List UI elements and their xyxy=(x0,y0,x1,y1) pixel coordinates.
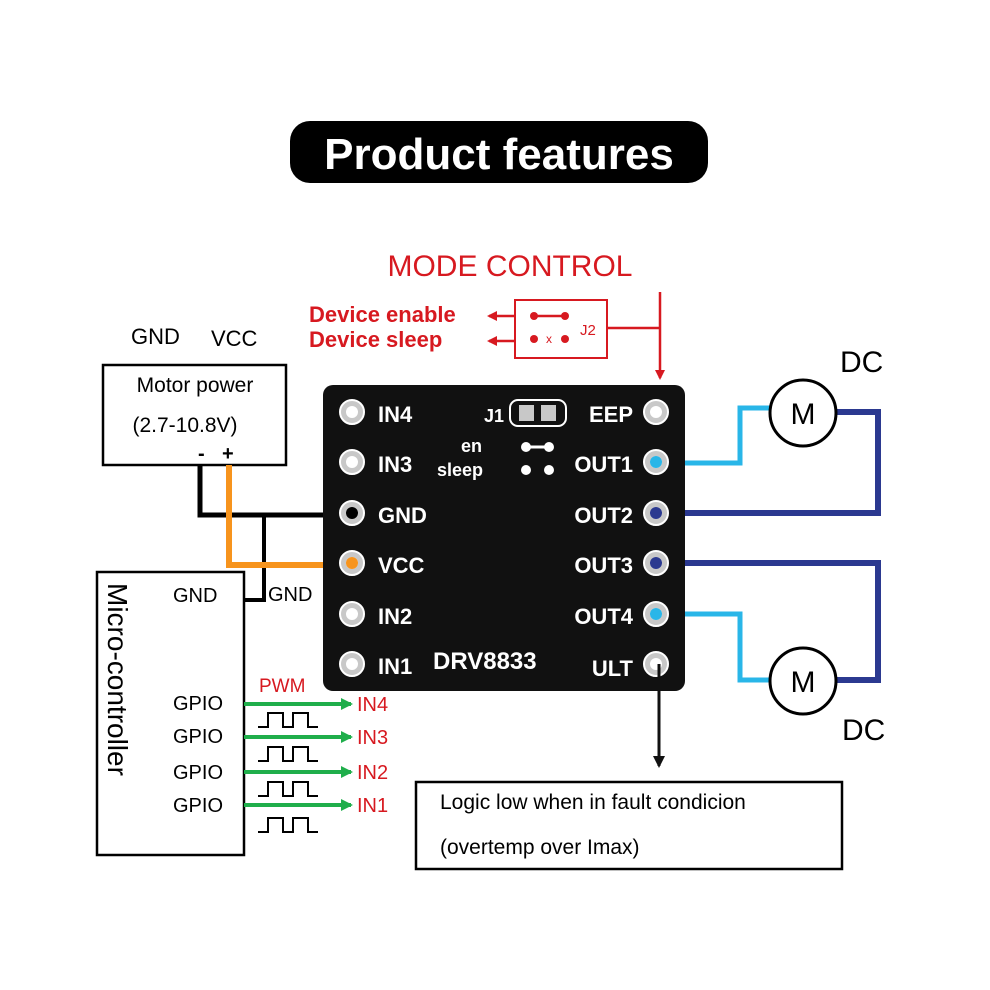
gnd-wire xyxy=(197,465,352,518)
input-label-in1: IN1 xyxy=(357,795,388,817)
pin-label-out3: OUT3 xyxy=(574,553,633,578)
microcontroller: Micro-controller GND GND PWM GPIO GPIO G… xyxy=(95,570,388,857)
gpio-label-4: GPIO xyxy=(173,795,223,817)
microcontroller-box xyxy=(95,570,246,857)
pin-label-out1: OUT1 xyxy=(574,452,633,477)
motor-top-circle xyxy=(768,378,838,448)
fault-note-line1: Logic low when in fault condicion xyxy=(440,791,746,814)
pin-label-eep: EEP xyxy=(589,402,633,427)
out4-wire xyxy=(656,611,770,683)
motor-bottom: M DC xyxy=(768,646,885,747)
board-body xyxy=(323,385,685,691)
pwm-waveform-4 xyxy=(258,817,318,833)
microcontroller-name: Micro-controller xyxy=(102,583,133,776)
motor-bottom-label: DC xyxy=(842,714,885,747)
j1-jumper xyxy=(509,399,567,427)
fault-note-line2: (overtemp over Imax) xyxy=(440,836,640,859)
j2-jumper-box xyxy=(514,299,608,359)
pin-label-in3: IN3 xyxy=(378,452,412,477)
pin-label-out2: OUT2 xyxy=(574,503,633,528)
gpio-label-1: GPIO xyxy=(173,693,223,715)
mode-control: MODE CONTROL Device enable Device sleep … xyxy=(309,250,665,380)
device-enable-label: Device enable xyxy=(309,302,456,327)
motor-top: M DC xyxy=(768,346,883,448)
j1-label: J1 xyxy=(484,406,504,426)
pwm-waveforms xyxy=(258,712,318,833)
title-banner: Product features xyxy=(290,121,708,183)
pwm-waveform-2 xyxy=(258,746,318,762)
motor-power-title: Motor power xyxy=(137,374,254,397)
pin-label-ult: ULT xyxy=(592,656,634,681)
board-name: DRV8833 xyxy=(433,648,537,675)
pin-label-in2: IN2 xyxy=(378,604,412,629)
en-label: en xyxy=(461,436,482,456)
motor-power-box xyxy=(101,363,288,467)
power-gnd-label: GND xyxy=(131,324,180,349)
out1-wire xyxy=(656,405,770,466)
drv8833-board: IN4 IN3 GND VCC IN2 IN1 EEP OUT1 OUT2 OU… xyxy=(323,385,685,691)
fault-note: Logic low when in fault condicion (overt… xyxy=(414,664,844,871)
power-minus-label: - xyxy=(198,443,205,465)
power-wires xyxy=(197,465,352,602)
motor-wires xyxy=(656,405,881,683)
fault-note-box xyxy=(414,780,844,871)
j2-label: J2 xyxy=(580,322,596,339)
power-plus-label: + xyxy=(222,443,234,465)
mode-control-heading: MODE CONTROL xyxy=(387,250,632,283)
motor-power-range: (2.7-10.8V) xyxy=(132,414,237,437)
pin-label-vcc: VCC xyxy=(378,553,425,578)
pin-label-out4: OUT4 xyxy=(574,604,633,629)
out2-wire xyxy=(656,409,881,516)
jumper-x-mark: x xyxy=(546,332,552,346)
pin-label-in1: IN1 xyxy=(378,654,412,679)
vcc-wire xyxy=(226,465,352,568)
device-sleep-label: Device sleep xyxy=(309,327,442,352)
pin-label-gnd: GND xyxy=(378,503,427,528)
gpio-label-3: GPIO xyxy=(173,762,223,784)
gnd-mcu-wire xyxy=(244,515,266,602)
input-label-in3: IN3 xyxy=(357,727,388,749)
sleep-label: sleep xyxy=(437,460,483,480)
pin-label-in4: IN4 xyxy=(378,402,413,427)
pwm-waveform-3 xyxy=(258,781,318,797)
gnd-wire-label: GND xyxy=(268,584,312,606)
input-label-in4: IN4 xyxy=(357,694,388,716)
out3-wire xyxy=(656,560,881,683)
mcu-gnd-label: GND xyxy=(173,585,217,607)
gpio-label-2: GPIO xyxy=(173,726,223,748)
motor-bottom-circle xyxy=(768,646,838,716)
motor-bottom-symbol: M xyxy=(791,666,816,699)
input-label-in2: IN2 xyxy=(357,762,388,784)
pwm-waveform-1 xyxy=(258,712,318,728)
motor-power: GND VCC Motor power (2.7-10.8V) - + xyxy=(101,324,288,467)
power-vcc-label: VCC xyxy=(211,326,258,351)
pwm-label: PWM xyxy=(259,676,305,697)
motor-top-label: DC xyxy=(840,346,883,379)
motor-top-symbol: M xyxy=(791,398,816,431)
page-title: Product features xyxy=(324,130,674,179)
